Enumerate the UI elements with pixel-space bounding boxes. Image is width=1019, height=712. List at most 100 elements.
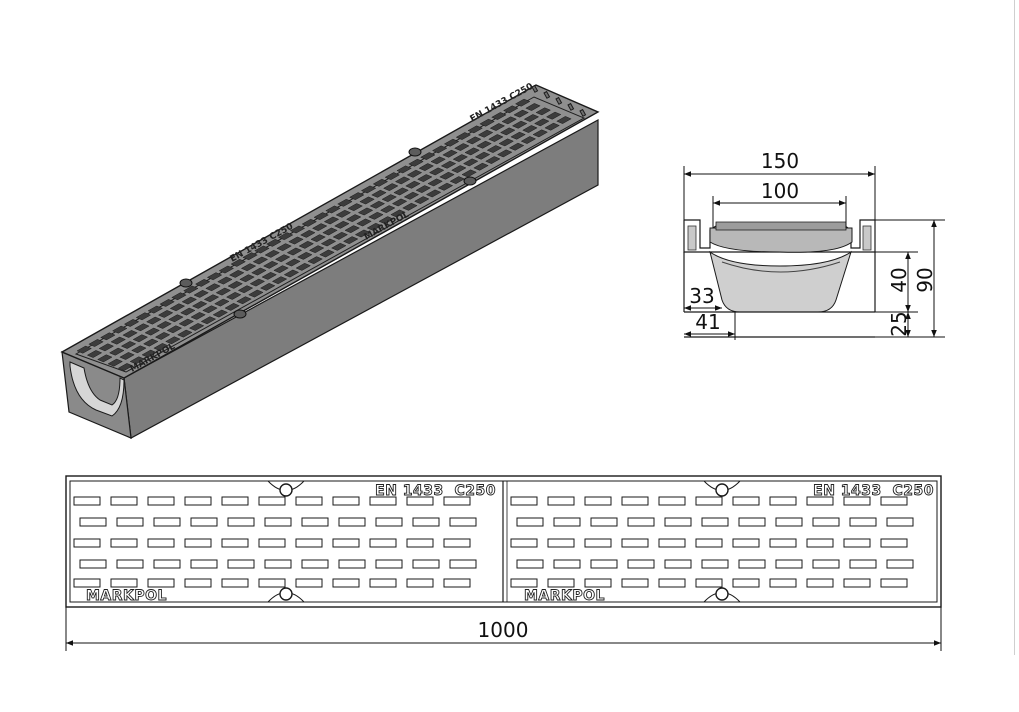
iso-grate-slot xyxy=(405,180,421,189)
grate-slot xyxy=(301,559,329,569)
grate-slot xyxy=(880,578,908,588)
iso-grate-slot xyxy=(298,240,315,249)
iso-grate-slot xyxy=(323,216,340,225)
iso-grate-slot xyxy=(418,163,435,171)
grate-slot xyxy=(338,517,366,527)
grate-slot xyxy=(658,578,686,588)
grate-slot xyxy=(110,496,138,506)
iso-grate-slot xyxy=(325,205,341,214)
grate-slot xyxy=(258,496,286,506)
iso-grate-slot xyxy=(112,325,128,334)
iso-grate-slot xyxy=(496,149,513,158)
iso-grate-slot xyxy=(248,289,264,298)
iso-grate-slot xyxy=(177,329,193,338)
iso-grate-slot xyxy=(369,200,386,209)
grate-slot xyxy=(73,496,101,506)
section-dimensions xyxy=(683,166,945,340)
grate-slot xyxy=(849,517,877,527)
iso-grate-slot xyxy=(430,156,446,165)
grate-slot xyxy=(510,496,538,506)
grate-slot xyxy=(627,517,655,527)
iso-grate-slot xyxy=(491,112,507,120)
iso-grate-slot xyxy=(322,227,338,236)
grate-slot xyxy=(110,538,138,548)
grate-slot xyxy=(806,496,834,506)
iso-grate-slot xyxy=(360,185,377,194)
grate-slot xyxy=(701,517,729,527)
iso-grate-slot xyxy=(261,271,277,280)
iso-grate-slot xyxy=(476,140,492,149)
grate-slot xyxy=(264,559,292,569)
iso-grate-slot xyxy=(331,242,347,251)
iso-grate-slot xyxy=(181,296,198,305)
iso-grate-slot xyxy=(372,178,389,187)
grate-slot xyxy=(547,538,575,548)
grate-slot xyxy=(338,559,366,569)
iso-grate-slot xyxy=(440,160,457,169)
iso-grate-slot xyxy=(462,158,479,167)
iso-grate-slot xyxy=(443,138,460,147)
grate-slot xyxy=(443,538,471,548)
iso-grate-slot xyxy=(249,278,266,287)
bolt-hole-icon xyxy=(463,176,477,186)
grate-slot xyxy=(806,578,834,588)
grate-slot xyxy=(553,517,581,527)
iso-grate-slot xyxy=(500,127,516,136)
grate-slot xyxy=(375,517,403,527)
iso-grate-slot xyxy=(522,125,538,133)
top-view: EN 1433 C250 MARKPOL EN 1433 C250 MARKPO… xyxy=(65,475,942,651)
iso-grate-slot xyxy=(420,152,436,160)
iso-grate-slot xyxy=(154,332,171,340)
grate-slot xyxy=(369,496,397,506)
grate-slot xyxy=(732,496,760,506)
grate-slots xyxy=(76,98,572,371)
iso-grate-slot xyxy=(467,125,483,134)
grate-slot xyxy=(695,538,723,548)
iso-grate-slot xyxy=(180,307,196,316)
iso-grate-slot xyxy=(191,301,208,309)
grate-slot xyxy=(547,578,575,588)
iso-grate-slot xyxy=(157,310,174,318)
grate-slot xyxy=(547,496,575,506)
top-view-slots xyxy=(73,496,914,588)
grate-slot xyxy=(258,538,286,548)
iso-grate-slot xyxy=(205,283,221,292)
grate-slot xyxy=(369,578,397,588)
iso-grate-slot xyxy=(263,260,279,269)
iso-grate-slot xyxy=(342,236,359,245)
iso-grate-slot xyxy=(344,225,360,234)
iso-grate-slot xyxy=(200,316,217,325)
iso-grate-slot xyxy=(485,156,501,164)
iso-grate-slot xyxy=(110,336,126,345)
iso-grate-slot xyxy=(202,305,218,314)
dim-base-height: 25 xyxy=(887,311,911,336)
grate-slot xyxy=(812,517,840,527)
iso-grate-slot xyxy=(452,154,469,162)
iso-grate-slot xyxy=(428,167,445,176)
grate-slot xyxy=(664,517,692,527)
page-edge-rule xyxy=(1014,0,1015,655)
iso-grate-slot xyxy=(214,298,230,307)
grate-slot xyxy=(769,538,797,548)
channel-end-profile xyxy=(69,361,125,417)
grate-slot xyxy=(880,496,908,506)
iso-grate-slot xyxy=(76,345,92,354)
iso-grate-slot xyxy=(252,256,269,265)
iso-grate-slot xyxy=(514,98,531,107)
iso-grate-slot xyxy=(212,309,229,318)
iso-grate-slot xyxy=(132,334,149,343)
iso-grate-slot xyxy=(556,116,572,124)
grate-slot xyxy=(510,538,538,548)
grate-slot xyxy=(516,559,544,569)
iso-grate-slot xyxy=(510,131,526,140)
bolt-hole-icon xyxy=(179,278,193,288)
grate-slot xyxy=(806,538,834,548)
iso-grate-slot xyxy=(417,174,433,182)
grate-slot xyxy=(658,496,686,506)
iso-grate-slot xyxy=(371,189,387,198)
grate-slot xyxy=(738,517,766,527)
grate-slot xyxy=(769,496,797,506)
grate-slot xyxy=(553,559,581,569)
iso-grate-slot xyxy=(442,149,458,158)
